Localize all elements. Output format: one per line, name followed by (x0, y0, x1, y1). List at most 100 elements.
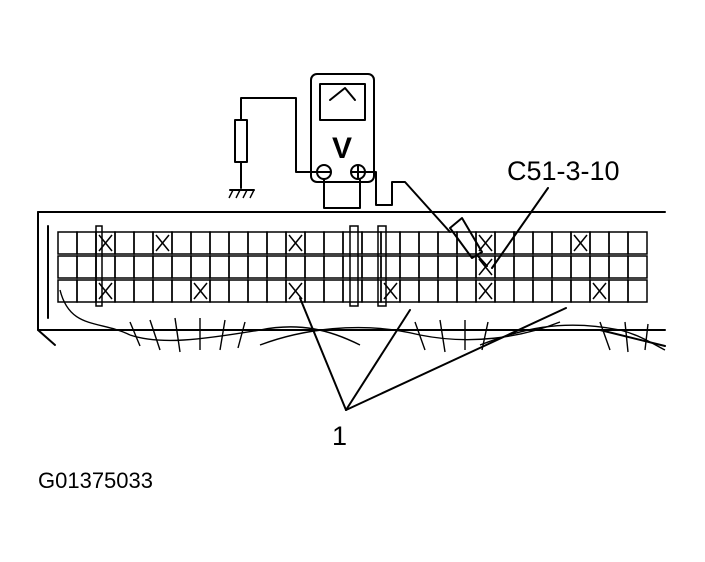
terminal-cavity (57, 231, 78, 255)
terminal-cavity (133, 231, 154, 255)
housing-divider (349, 225, 359, 307)
housing-divider (95, 225, 103, 307)
terminal-cavity (437, 279, 458, 303)
plugged-cavity-mark (193, 282, 208, 300)
terminal-cavity (494, 279, 515, 303)
terminal-cavity (114, 279, 135, 303)
terminal-cavity (418, 255, 439, 279)
terminal-cavity (627, 231, 648, 255)
terminal-cavity (133, 279, 154, 303)
terminal-cavity (171, 231, 192, 255)
terminal-cavity (532, 255, 553, 279)
terminal-cavity (608, 255, 629, 279)
plugged-cavity-mark (155, 234, 170, 252)
terminal-cavity (380, 255, 401, 279)
terminal-cavity (209, 255, 230, 279)
terminal-cavity (304, 255, 325, 279)
terminal-cavity (589, 255, 610, 279)
terminal-cavity (171, 279, 192, 303)
terminal-cavity (532, 279, 553, 303)
terminal-cavity (456, 279, 477, 303)
terminal-cavity (551, 279, 572, 303)
plugged-cavity-mark (98, 234, 113, 252)
plugged-cavity-mark (478, 282, 493, 300)
terminal-cavity (342, 255, 363, 279)
terminal-cavity (399, 231, 420, 255)
terminal-cavity (152, 279, 173, 303)
plugged-cavity-mark (288, 282, 303, 300)
terminal-label: C51-3-10 (507, 156, 620, 186)
terminal-cavity (399, 279, 420, 303)
callout-number: 1 (332, 421, 347, 451)
terminal-cavity (323, 231, 344, 255)
terminal-cavity (570, 255, 591, 279)
terminal-cavity (228, 231, 249, 255)
terminal-cavity (342, 231, 363, 255)
terminal-cavity (95, 255, 116, 279)
terminal-cavity (399, 255, 420, 279)
figure-id: G01375033 (38, 468, 153, 493)
voltmeter: V (310, 73, 375, 183)
terminal-cavity (76, 231, 97, 255)
terminal-cavity (76, 255, 97, 279)
plugged-cavity-mark (478, 234, 493, 252)
plugged-cavity-mark (288, 234, 303, 252)
negative-lead (234, 97, 319, 189)
terminal-cavity (342, 279, 363, 303)
terminal-cavity (247, 255, 268, 279)
terminal-cavity (266, 255, 287, 279)
connector-housing (37, 211, 666, 347)
terminal-cavity (418, 231, 439, 255)
terminal-cavity (228, 255, 249, 279)
terminal-cavity (418, 279, 439, 303)
meter-unit-label: V (332, 132, 352, 165)
terminal-cavity (608, 279, 629, 303)
terminal-cavity (323, 279, 344, 303)
terminal-cavity (190, 231, 211, 255)
terminal-cavity (437, 255, 458, 279)
positive-lead (323, 171, 488, 267)
terminal-cavity (570, 279, 591, 303)
terminal-cavity (247, 279, 268, 303)
terminal-cavity (551, 231, 572, 255)
terminal-cavity (323, 255, 344, 279)
terminal-cavity (266, 231, 287, 255)
terminal-cavity (76, 279, 97, 303)
terminal-cavity (627, 279, 648, 303)
terminal-cavity (209, 279, 230, 303)
terminal-cavity (228, 279, 249, 303)
terminal-cavity (456, 255, 477, 279)
terminal-grid (57, 225, 648, 307)
callout-leaders (299, 187, 567, 411)
housing-divider (377, 225, 387, 307)
plugged-cavity-mark (478, 258, 493, 276)
terminal-cavity (152, 255, 173, 279)
terminal-cavity (304, 279, 325, 303)
terminal-cavity (513, 279, 534, 303)
positive-terminal-icon (350, 164, 366, 180)
terminal-cavity (190, 255, 211, 279)
terminal-cavity (532, 231, 553, 255)
terminal-cavity (57, 255, 78, 279)
terminal-cavity (247, 231, 268, 255)
negative-terminal-icon (316, 164, 332, 180)
terminal-cavity (304, 231, 325, 255)
terminal-cavity (133, 255, 154, 279)
terminal-cavity (171, 255, 192, 279)
terminal-cavity (608, 231, 629, 255)
terminal-cavity (380, 231, 401, 255)
plugged-cavity-mark (98, 282, 113, 300)
plugged-cavity-mark (573, 234, 588, 252)
terminal-cavity (266, 279, 287, 303)
ground-icon (228, 189, 255, 199)
terminal-cavity (589, 231, 610, 255)
terminal-cavity (627, 255, 648, 279)
terminal-cavity (551, 255, 572, 279)
terminal-cavity (114, 255, 135, 279)
terminal-cavity (513, 255, 534, 279)
terminal-cavity (209, 231, 230, 255)
terminal-cavity (114, 231, 135, 255)
terminal-cavity (285, 255, 306, 279)
terminal-cavity (513, 231, 534, 255)
